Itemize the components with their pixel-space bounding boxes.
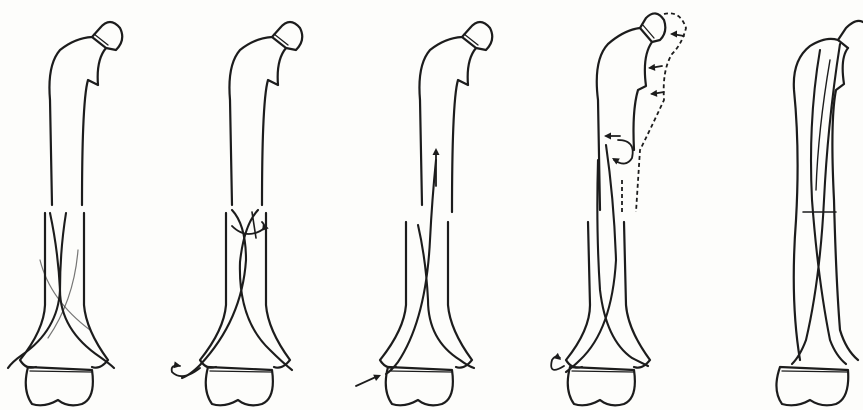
elastic-nail-b bbox=[792, 44, 840, 364]
distal-fragment-right bbox=[448, 222, 472, 368]
distal-fragment-left bbox=[380, 222, 406, 368]
distal-fragment-left bbox=[566, 222, 590, 368]
condyle bbox=[386, 367, 453, 405]
corrected-outline bbox=[636, 13, 686, 212]
panel-1 bbox=[8, 22, 122, 405]
distal-fragment-left bbox=[200, 213, 226, 368]
elastic-nail-a bbox=[418, 225, 474, 368]
proximal-fragment bbox=[597, 13, 666, 210]
distal-fragment-right bbox=[84, 213, 108, 368]
elastic-nail-a bbox=[811, 50, 846, 364]
distal-fragment-left bbox=[20, 213, 45, 368]
panel-5 bbox=[776, 21, 863, 405]
condyle bbox=[26, 367, 93, 405]
panel-4 bbox=[551, 13, 686, 405]
condyle bbox=[776, 367, 848, 405]
distal-fragment-right bbox=[624, 222, 650, 368]
elastic-nail-a bbox=[566, 145, 616, 372]
condyle bbox=[568, 367, 635, 405]
proximal-fragment bbox=[229, 22, 302, 205]
proximal-fragment bbox=[419, 22, 492, 212]
distal-fragment-right bbox=[266, 213, 290, 368]
panel-3 bbox=[356, 22, 492, 405]
panel-2 bbox=[172, 22, 303, 405]
elastic-nail-a bbox=[182, 210, 246, 378]
elastic-nail-b bbox=[8, 213, 66, 368]
condyle bbox=[206, 367, 273, 405]
proximal-fragment bbox=[49, 22, 122, 205]
